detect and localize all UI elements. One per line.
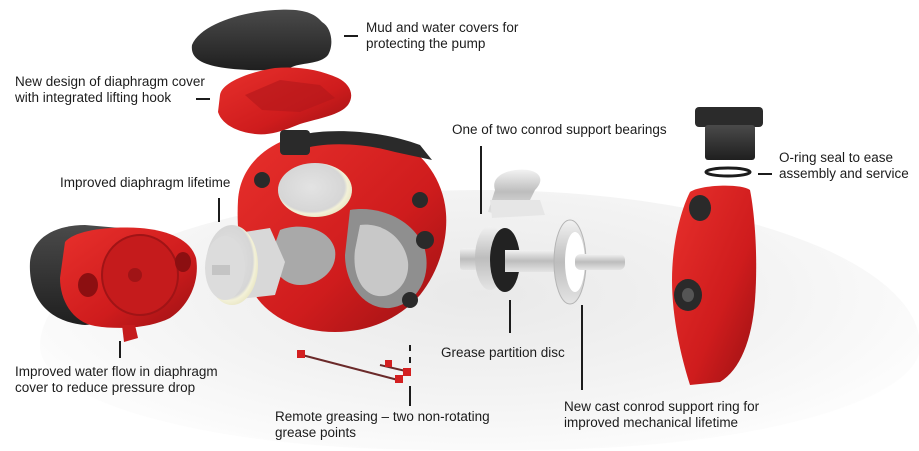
callout-line: Improved diaphragm lifetime (60, 175, 231, 190)
callout-line: improved mechanical lifetime (564, 415, 739, 430)
left-cover-part (29, 225, 197, 342)
callout-line: Improved water flow in diaphragm (15, 364, 218, 379)
callout-line: with integrated lifting hook (15, 90, 172, 105)
callout-line: Grease partition disc (441, 345, 565, 360)
callout-conrod-bearings: One of two conrod support bearings (452, 122, 667, 138)
callout-line: One of two conrod support bearings (452, 122, 667, 137)
conrod-support-ring-part (672, 185, 757, 385)
diaphragm-cover-part (218, 67, 352, 135)
leader-diaphragm-lifetime (218, 198, 220, 222)
callout-line: grease points (275, 425, 357, 440)
fitting-part (695, 107, 763, 178)
leader-diaphragm-cover (196, 98, 210, 100)
leader-remote-greasing-dashed (409, 345, 411, 363)
callout-line: Remote greasing – two non-rotating (275, 409, 490, 424)
callout-line: New design of diaphragm cover (15, 74, 205, 89)
conrod-bearing-part (488, 169, 545, 218)
callout-line: protecting the pump (366, 36, 486, 51)
leader-water-flow (119, 341, 121, 358)
callout-line: Mud and water covers for (366, 20, 519, 35)
leader-o-ring (758, 173, 772, 175)
leader-conrod-ring (581, 305, 583, 390)
callout-grease-partition: Grease partition disc (441, 345, 565, 361)
grease-lines-part (297, 350, 411, 383)
callout-o-ring-seal: O-ring seal to ease assembly and service (779, 150, 909, 182)
callout-diaphragm-cover-design: New design of diaphragm cover with integ… (15, 74, 205, 106)
callout-diaphragm-lifetime: Improved diaphragm lifetime (60, 175, 230, 191)
callout-line: assembly and service (779, 166, 909, 181)
floor-shadow (40, 190, 919, 450)
leader-grease-partition (509, 300, 511, 333)
callout-conrod-ring: New cast conrod support ring for improve… (564, 399, 759, 431)
callout-line: New cast conrod support ring for (564, 399, 760, 414)
leader-remote-greasing (409, 386, 411, 406)
callout-remote-greasing: Remote greasing – two non-rotating greas… (275, 409, 490, 441)
pump-body-part (237, 130, 447, 332)
mud-cover-part (191, 9, 332, 71)
left-diaphragm-part (205, 225, 285, 305)
leader-conrod-bearings (480, 146, 482, 214)
callout-line: cover to reduce pressure drop (15, 380, 196, 395)
callout-water-flow: Improved water flow in diaphragm cover t… (15, 364, 218, 396)
callout-mud-water-covers: Mud and water covers for protecting the … (366, 20, 518, 52)
leader-mud-cover (344, 35, 358, 37)
callout-line: O-ring seal to ease (779, 150, 894, 165)
conrod-shaft-part (460, 219, 625, 305)
